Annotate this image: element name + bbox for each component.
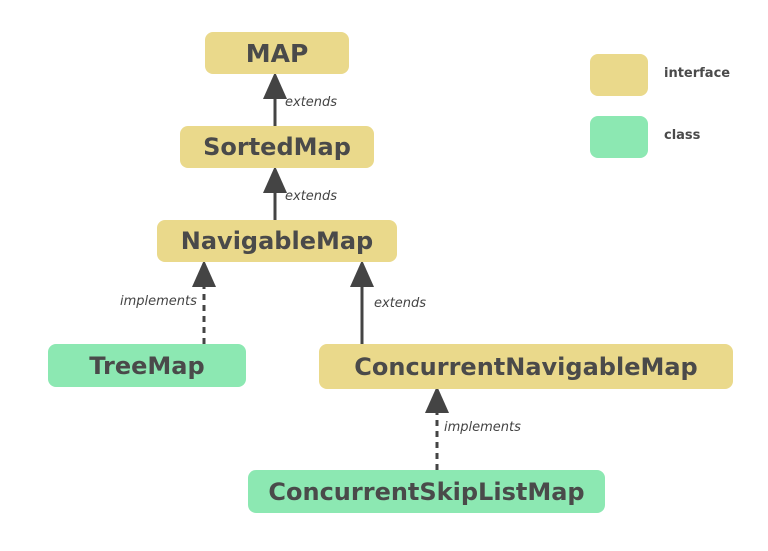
- edge-label-concurrentnavigablemap-navigablemap: extends: [374, 296, 427, 311]
- node-concurrentnavigablemap-label: ConcurrentNavigableMap: [354, 352, 698, 381]
- legend-interface-label: interface: [664, 66, 731, 81]
- node-treemap-label: TreeMap: [89, 351, 205, 380]
- node-navigablemap-label: NavigableMap: [180, 227, 374, 255]
- edge-label-skiplistmap-concurrentnavigablemap: implements: [444, 420, 521, 435]
- edge-label-navigablemap-sortedmap: extends: [285, 189, 338, 204]
- node-concurrentnavigablemap: ConcurrentNavigableMap: [319, 344, 733, 389]
- legend-class-swatch: [590, 116, 648, 158]
- node-sortedmap: SortedMap: [180, 126, 374, 168]
- node-map: MAP: [205, 32, 349, 74]
- node-concurrentskiplistmap: ConcurrentSkipListMap: [248, 470, 605, 513]
- node-navigablemap: NavigableMap: [157, 220, 397, 262]
- node-concurrentskiplistmap-label: ConcurrentSkipListMap: [268, 477, 585, 506]
- legend-interface-swatch: [590, 54, 648, 96]
- node-map-label: MAP: [245, 38, 309, 68]
- node-sortedmap-label: SortedMap: [203, 133, 351, 161]
- edge-label-sortedmap-map: extends: [285, 95, 338, 110]
- legend-class-label: class: [664, 128, 701, 143]
- node-treemap: TreeMap: [48, 344, 246, 387]
- edge-label-treemap-navigablemap: implements: [120, 294, 197, 309]
